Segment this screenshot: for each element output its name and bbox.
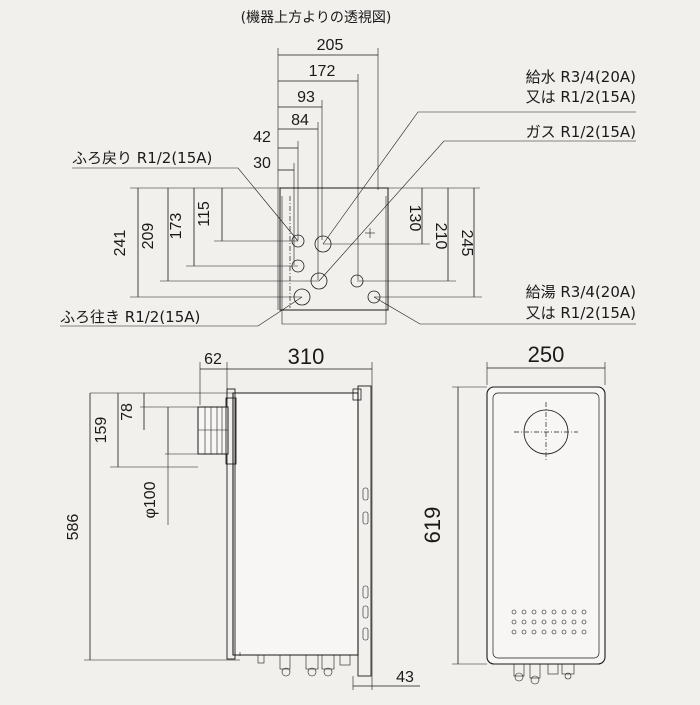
side-unit-body xyxy=(232,392,359,656)
water-supply-label-2: 又は R1/2(15A) xyxy=(526,88,636,106)
side-bottom-fittings xyxy=(239,652,351,677)
dim-84: 84 xyxy=(291,112,309,129)
hot-water-label-2: 又は R1/2(15A) xyxy=(526,304,636,322)
front-unit-body xyxy=(486,386,606,665)
top-extension-lines xyxy=(277,48,379,310)
bath-return-label: ふろ戻り R1/2(15A) xyxy=(72,149,212,167)
pipe-connections xyxy=(291,234,381,306)
top-view-unit xyxy=(279,187,389,325)
dim-241: 241 xyxy=(112,230,129,257)
dim-245: 245 xyxy=(458,230,475,257)
dim-619: 619 xyxy=(420,507,445,544)
dim-43: 43 xyxy=(396,669,414,686)
dim-210: 210 xyxy=(432,223,449,250)
dim-250: 250 xyxy=(528,342,565,367)
dim-310: 310 xyxy=(288,344,325,369)
top-right-vertical-dims: 130 210 245 xyxy=(323,187,482,298)
top-horizontal-dims: 205 172 93 84 42 30 xyxy=(253,37,378,172)
dim-78: 78 xyxy=(119,403,136,421)
bath-supply-label: ふろ往き R1/2(15A) xyxy=(60,308,200,326)
water-supply-label-1: 給水 R3/4(20A) xyxy=(526,68,636,86)
vent-grille xyxy=(511,609,587,635)
dim-172: 172 xyxy=(309,63,336,80)
gas-label: ガス R1/2(15A) xyxy=(526,123,636,141)
hot-water-label-1: 給湯 R3/4(20A) xyxy=(526,283,636,301)
dim-130: 130 xyxy=(406,205,423,232)
top-view-title: (機器上方よりの透視図) xyxy=(241,10,392,26)
dim-93: 93 xyxy=(297,89,315,106)
dim-159: 159 xyxy=(93,417,110,444)
dim-42: 42 xyxy=(253,129,271,146)
dim-173: 173 xyxy=(168,213,185,240)
front-view: 250 619 xyxy=(420,342,606,685)
dim-586: 586 xyxy=(65,514,82,541)
top-left-vertical-dims: 241 209 173 115 xyxy=(112,187,319,298)
pipe-leader-lines xyxy=(60,111,636,327)
dim-62: 62 xyxy=(204,351,222,368)
dim-30: 30 xyxy=(253,155,271,172)
side-view: 62 310 159 xyxy=(65,344,420,690)
top-view-outline xyxy=(279,187,389,311)
wall-plate xyxy=(357,385,372,677)
dim-115: 115 xyxy=(196,201,213,227)
dim-209: 209 xyxy=(140,223,157,250)
exhaust-duct xyxy=(197,397,237,465)
front-bottom-fittings xyxy=(513,663,575,685)
dim-phi100: φ100 xyxy=(142,481,159,518)
dim-205: 205 xyxy=(317,37,344,54)
